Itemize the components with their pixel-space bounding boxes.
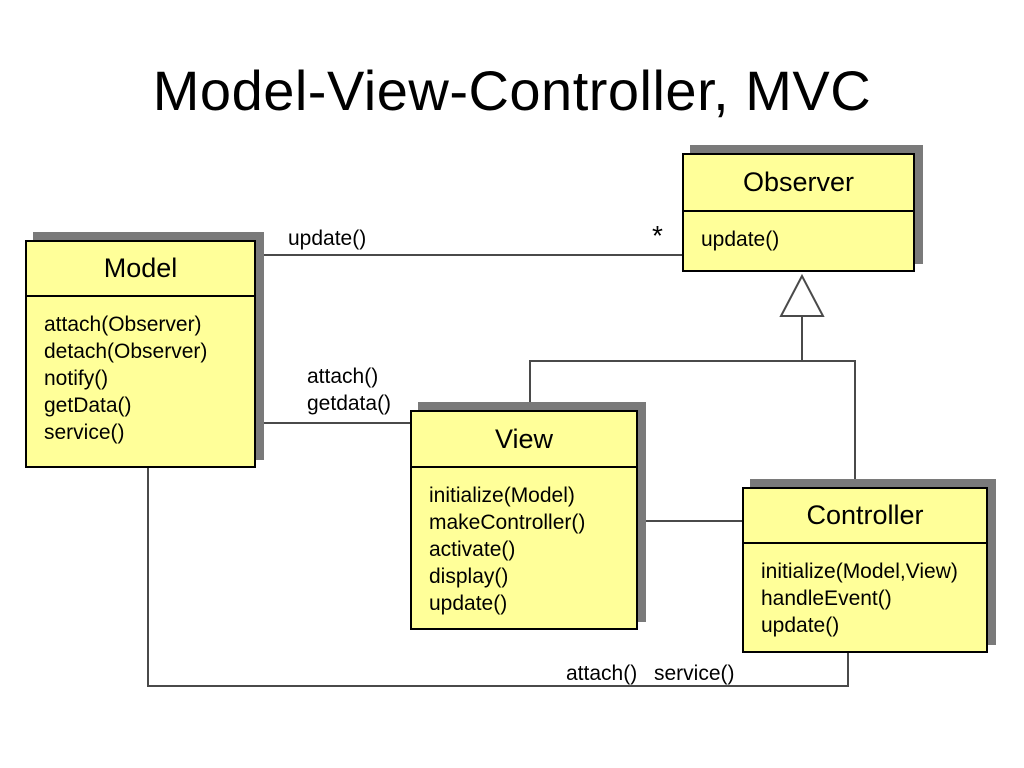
assoc-label-getdata: getdata() xyxy=(307,392,392,415)
method-line: makeController() xyxy=(429,511,586,534)
method-line: initialize(Model,View) xyxy=(761,560,958,583)
method-line: update() xyxy=(701,228,780,251)
class-box-view: View initialize(Model) makeController() … xyxy=(410,410,638,630)
method-line: detach(Observer) xyxy=(44,340,208,363)
model-controller-line xyxy=(147,466,849,687)
class-methods-controller: initialize(Model,View) handleEvent() upd… xyxy=(744,544,986,639)
class-title-controller: Controller xyxy=(744,489,986,544)
method-line: activate() xyxy=(429,538,516,561)
class-title-view: View xyxy=(412,412,636,468)
method-line: handleEvent() xyxy=(761,587,892,610)
method-line: update() xyxy=(761,614,840,637)
class-title-observer: Observer xyxy=(684,155,913,212)
method-line: update() xyxy=(429,592,508,615)
method-line: initialize(Model) xyxy=(429,484,575,507)
class-box-controller: Controller initialize(Model,View) handle… xyxy=(742,487,988,653)
method-line: notify() xyxy=(44,367,109,390)
assoc-label-service-bottom: service() xyxy=(654,662,735,685)
generalization-triangle-icon xyxy=(779,273,825,317)
method-line: getData() xyxy=(44,394,132,417)
method-line: service() xyxy=(44,421,125,444)
assoc-label-attach: attach() xyxy=(307,365,379,388)
class-methods-view: initialize(Model) makeController() activ… xyxy=(412,468,636,617)
class-box-observer: Observer update() xyxy=(682,153,915,272)
assoc-label-update: update() xyxy=(288,227,367,250)
class-box-model: Model attach(Observer) detach(Observer) … xyxy=(25,240,256,468)
class-methods-model: attach(Observer) detach(Observer) notify… xyxy=(27,297,254,446)
multiplicity-star: * xyxy=(652,220,663,251)
class-title-model: Model xyxy=(27,242,254,297)
class-methods-observer: update() xyxy=(684,212,913,253)
slide-title: Model-View-Controller, MVC xyxy=(152,59,872,122)
assoc-label-attach-bottom: attach() xyxy=(566,662,638,685)
method-line: attach(Observer) xyxy=(44,313,202,336)
method-line: display() xyxy=(429,565,509,588)
